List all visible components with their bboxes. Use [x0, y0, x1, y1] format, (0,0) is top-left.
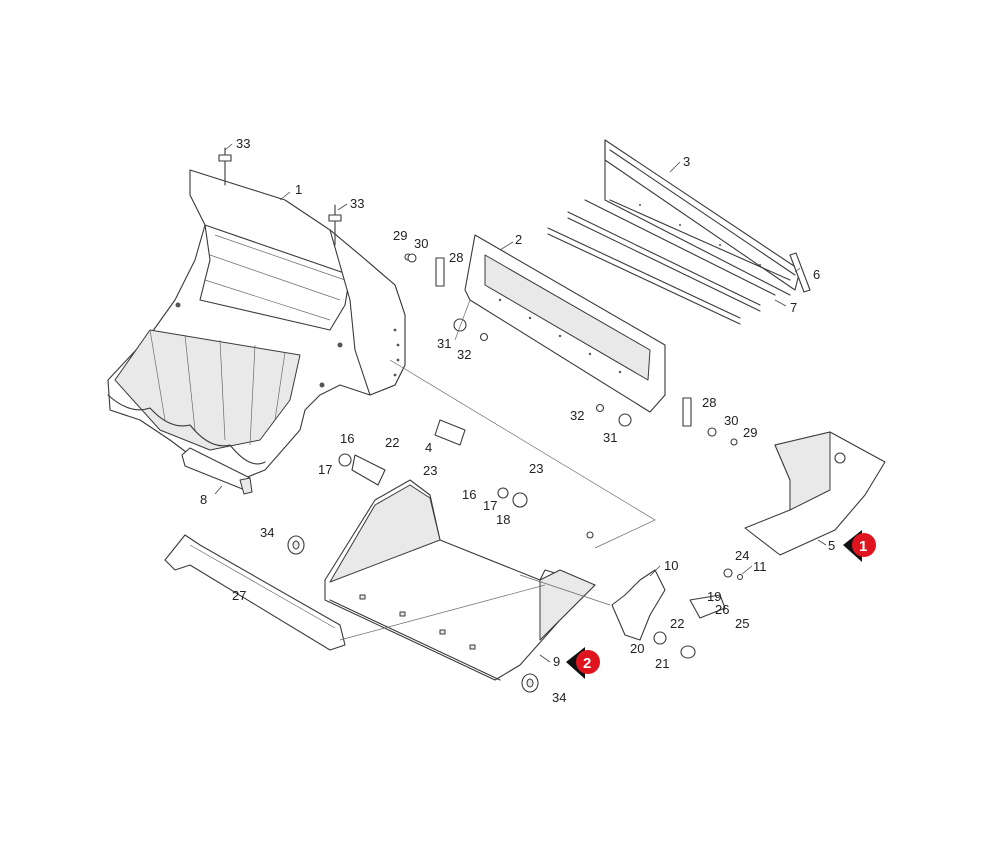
- part-3-frame: [604, 139, 801, 296]
- callout-23a: 23: [423, 463, 437, 478]
- callout-29b: 29: [743, 425, 757, 440]
- marker-2[interactable]: 2: [566, 647, 600, 679]
- callout-31a: 31: [437, 336, 451, 351]
- callout-34b: 34: [552, 690, 566, 705]
- part-5-deflector: [744, 431, 886, 556]
- part-4-bracket: [434, 419, 466, 446]
- part-33-top-bolts: [218, 147, 342, 246]
- callout-2: 2: [515, 232, 522, 247]
- callout-31b: 31: [603, 430, 617, 445]
- marker-1-label: 1: [859, 538, 867, 555]
- part-9-lower-tray: [324, 479, 596, 681]
- callout-1: 1: [295, 182, 302, 197]
- callout-34a: 34: [260, 525, 274, 540]
- part-misc-fittings: [338, 453, 594, 539]
- callout-18: 18: [496, 512, 510, 527]
- callout-26: 26: [715, 602, 729, 617]
- callout-20: 20: [630, 641, 644, 656]
- part-27-handle-bar: [164, 534, 346, 651]
- callout-29a: 29: [393, 228, 407, 243]
- callout-17a: 17: [318, 462, 332, 477]
- part-1-hopper-housing: [107, 169, 406, 481]
- callout-17b: 17: [483, 498, 497, 513]
- callout-32b: 32: [570, 408, 584, 423]
- callout-10: 10: [664, 558, 678, 573]
- leader-lines: [214, 143, 827, 663]
- callout-25: 25: [735, 616, 749, 631]
- part-10-side-bracket: [611, 568, 744, 659]
- callout-23b: 23: [529, 461, 543, 476]
- callout-6: 6: [813, 267, 820, 282]
- callout-16b: 16: [462, 487, 476, 502]
- callout-8: 8: [200, 492, 207, 507]
- part-2-front-panel: [464, 234, 666, 413]
- callout-33a: 33: [236, 136, 250, 151]
- callout-22a: 22: [385, 435, 399, 450]
- callout-5: 5: [828, 538, 835, 553]
- callout-3: 3: [683, 154, 690, 169]
- part-7-strips: [547, 199, 776, 325]
- callout-11: 11: [753, 559, 767, 574]
- callout-24: 24: [735, 548, 749, 563]
- callout-33b: 33: [350, 196, 364, 211]
- part-28-hinges: [435, 257, 692, 427]
- part-8-roller: [181, 447, 253, 495]
- marker-2-label: 2: [583, 655, 591, 672]
- marker-1[interactable]: 1: [843, 530, 876, 562]
- callout-4: 4: [425, 440, 432, 455]
- callout-32a: 32: [457, 347, 471, 362]
- callout-22b: 22: [670, 616, 684, 631]
- callout-30a: 30: [414, 236, 428, 251]
- callout-19: 19: [707, 589, 721, 604]
- assembly-guide-lines: [339, 299, 656, 641]
- part-6-rod: [789, 252, 811, 293]
- part-34-wheels: [287, 535, 539, 693]
- callout-28a: 28: [449, 250, 463, 265]
- callout-28b: 28: [702, 395, 716, 410]
- callout-9: 9: [553, 654, 560, 669]
- callout-16a: 16: [340, 431, 354, 446]
- callout-labels: 33 1 33 29 30 28 2 3 6 7 31 32 28 32 30 …: [200, 136, 835, 705]
- callout-27: 27: [232, 588, 246, 603]
- callout-21: 21: [655, 656, 669, 671]
- marker-2-circle: [576, 650, 600, 674]
- callout-7: 7: [790, 300, 797, 315]
- marker-1-circle: [852, 533, 876, 557]
- callout-30b: 30: [724, 413, 738, 428]
- part-small-hardware: [404, 253, 738, 446]
